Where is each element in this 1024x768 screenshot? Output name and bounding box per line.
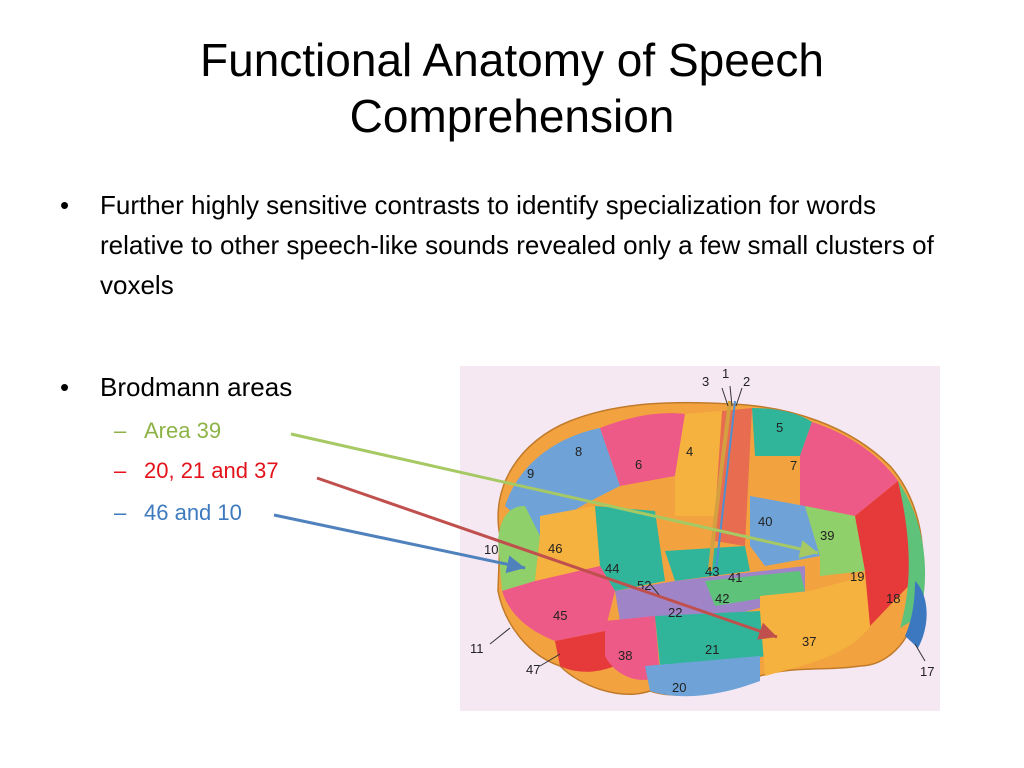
brodmann-brain-figure: 1 2 3 4 5 6 7 8 9 10 11 17 18 19 20 21 2… [460,366,940,711]
dash-symbol: – [114,458,127,483]
dash-symbol: – [114,418,127,443]
sub-bullet-area-39: – Area 39 [114,416,221,446]
label-20: 20 [672,680,686,695]
label-22: 22 [668,605,682,620]
label-46: 46 [548,541,562,556]
bullet-2: • Brodmann areas [60,367,460,407]
label-18: 18 [886,591,900,606]
label-8: 8 [575,444,582,459]
region-17 [905,581,927,648]
bullet-1: • Further highly sensitive contrasts to … [60,185,960,305]
slide-title: Functional Anatomy of Speech Comprehensi… [200,34,824,142]
label-19: 19 [850,569,864,584]
label-1: 1 [722,366,729,381]
label-11: 11 [470,641,484,656]
label-10: 10 [484,542,498,557]
label-47: 47 [526,662,540,677]
region-39 [805,506,865,576]
region-37 [760,576,870,676]
label-52: 52 [637,578,651,593]
label-21: 21 [705,642,719,657]
bullet-symbol: • [60,372,70,402]
sub-bullet-areas-46-10: – 46 and 10 [114,498,242,528]
label-39: 39 [820,528,834,543]
label-4: 4 [686,444,693,459]
label-41: 41 [728,570,742,585]
sub-bullet-areas-46-10-text: 46 and 10 [144,500,242,525]
label-40: 40 [758,514,772,529]
bullet-1-text: Further highly sensitive contrasts to id… [100,190,934,300]
label-9: 9 [527,466,534,481]
sub-bullet-areas-20-21-37-text: 20, 21 and 37 [144,458,279,483]
label-37: 37 [802,634,816,649]
region-20 [645,656,760,697]
label-43: 43 [705,564,719,579]
label-38: 38 [618,648,632,663]
label-5: 5 [776,420,783,435]
label-3: 3 [702,374,709,389]
label-17: 17 [920,664,934,679]
label-7: 7 [790,458,797,473]
label-42: 42 [715,591,729,606]
label-44: 44 [605,561,619,576]
region-19 [855,481,920,626]
label-2: 2 [743,374,750,389]
label-6: 6 [635,457,642,472]
region-7 [800,422,898,516]
brain-illustration: 1 2 3 4 5 6 7 8 9 10 11 17 18 19 20 21 2… [470,366,934,697]
bullet-2-text: Brodmann areas [100,372,293,402]
bullet-symbol: • [60,190,70,220]
sub-bullet-areas-20-21-37: – 20, 21 and 37 [114,456,279,486]
label-45: 45 [553,608,567,623]
region-47 [555,631,615,672]
sub-bullet-area-39-text: Area 39 [144,418,222,443]
dash-symbol: – [114,500,127,525]
